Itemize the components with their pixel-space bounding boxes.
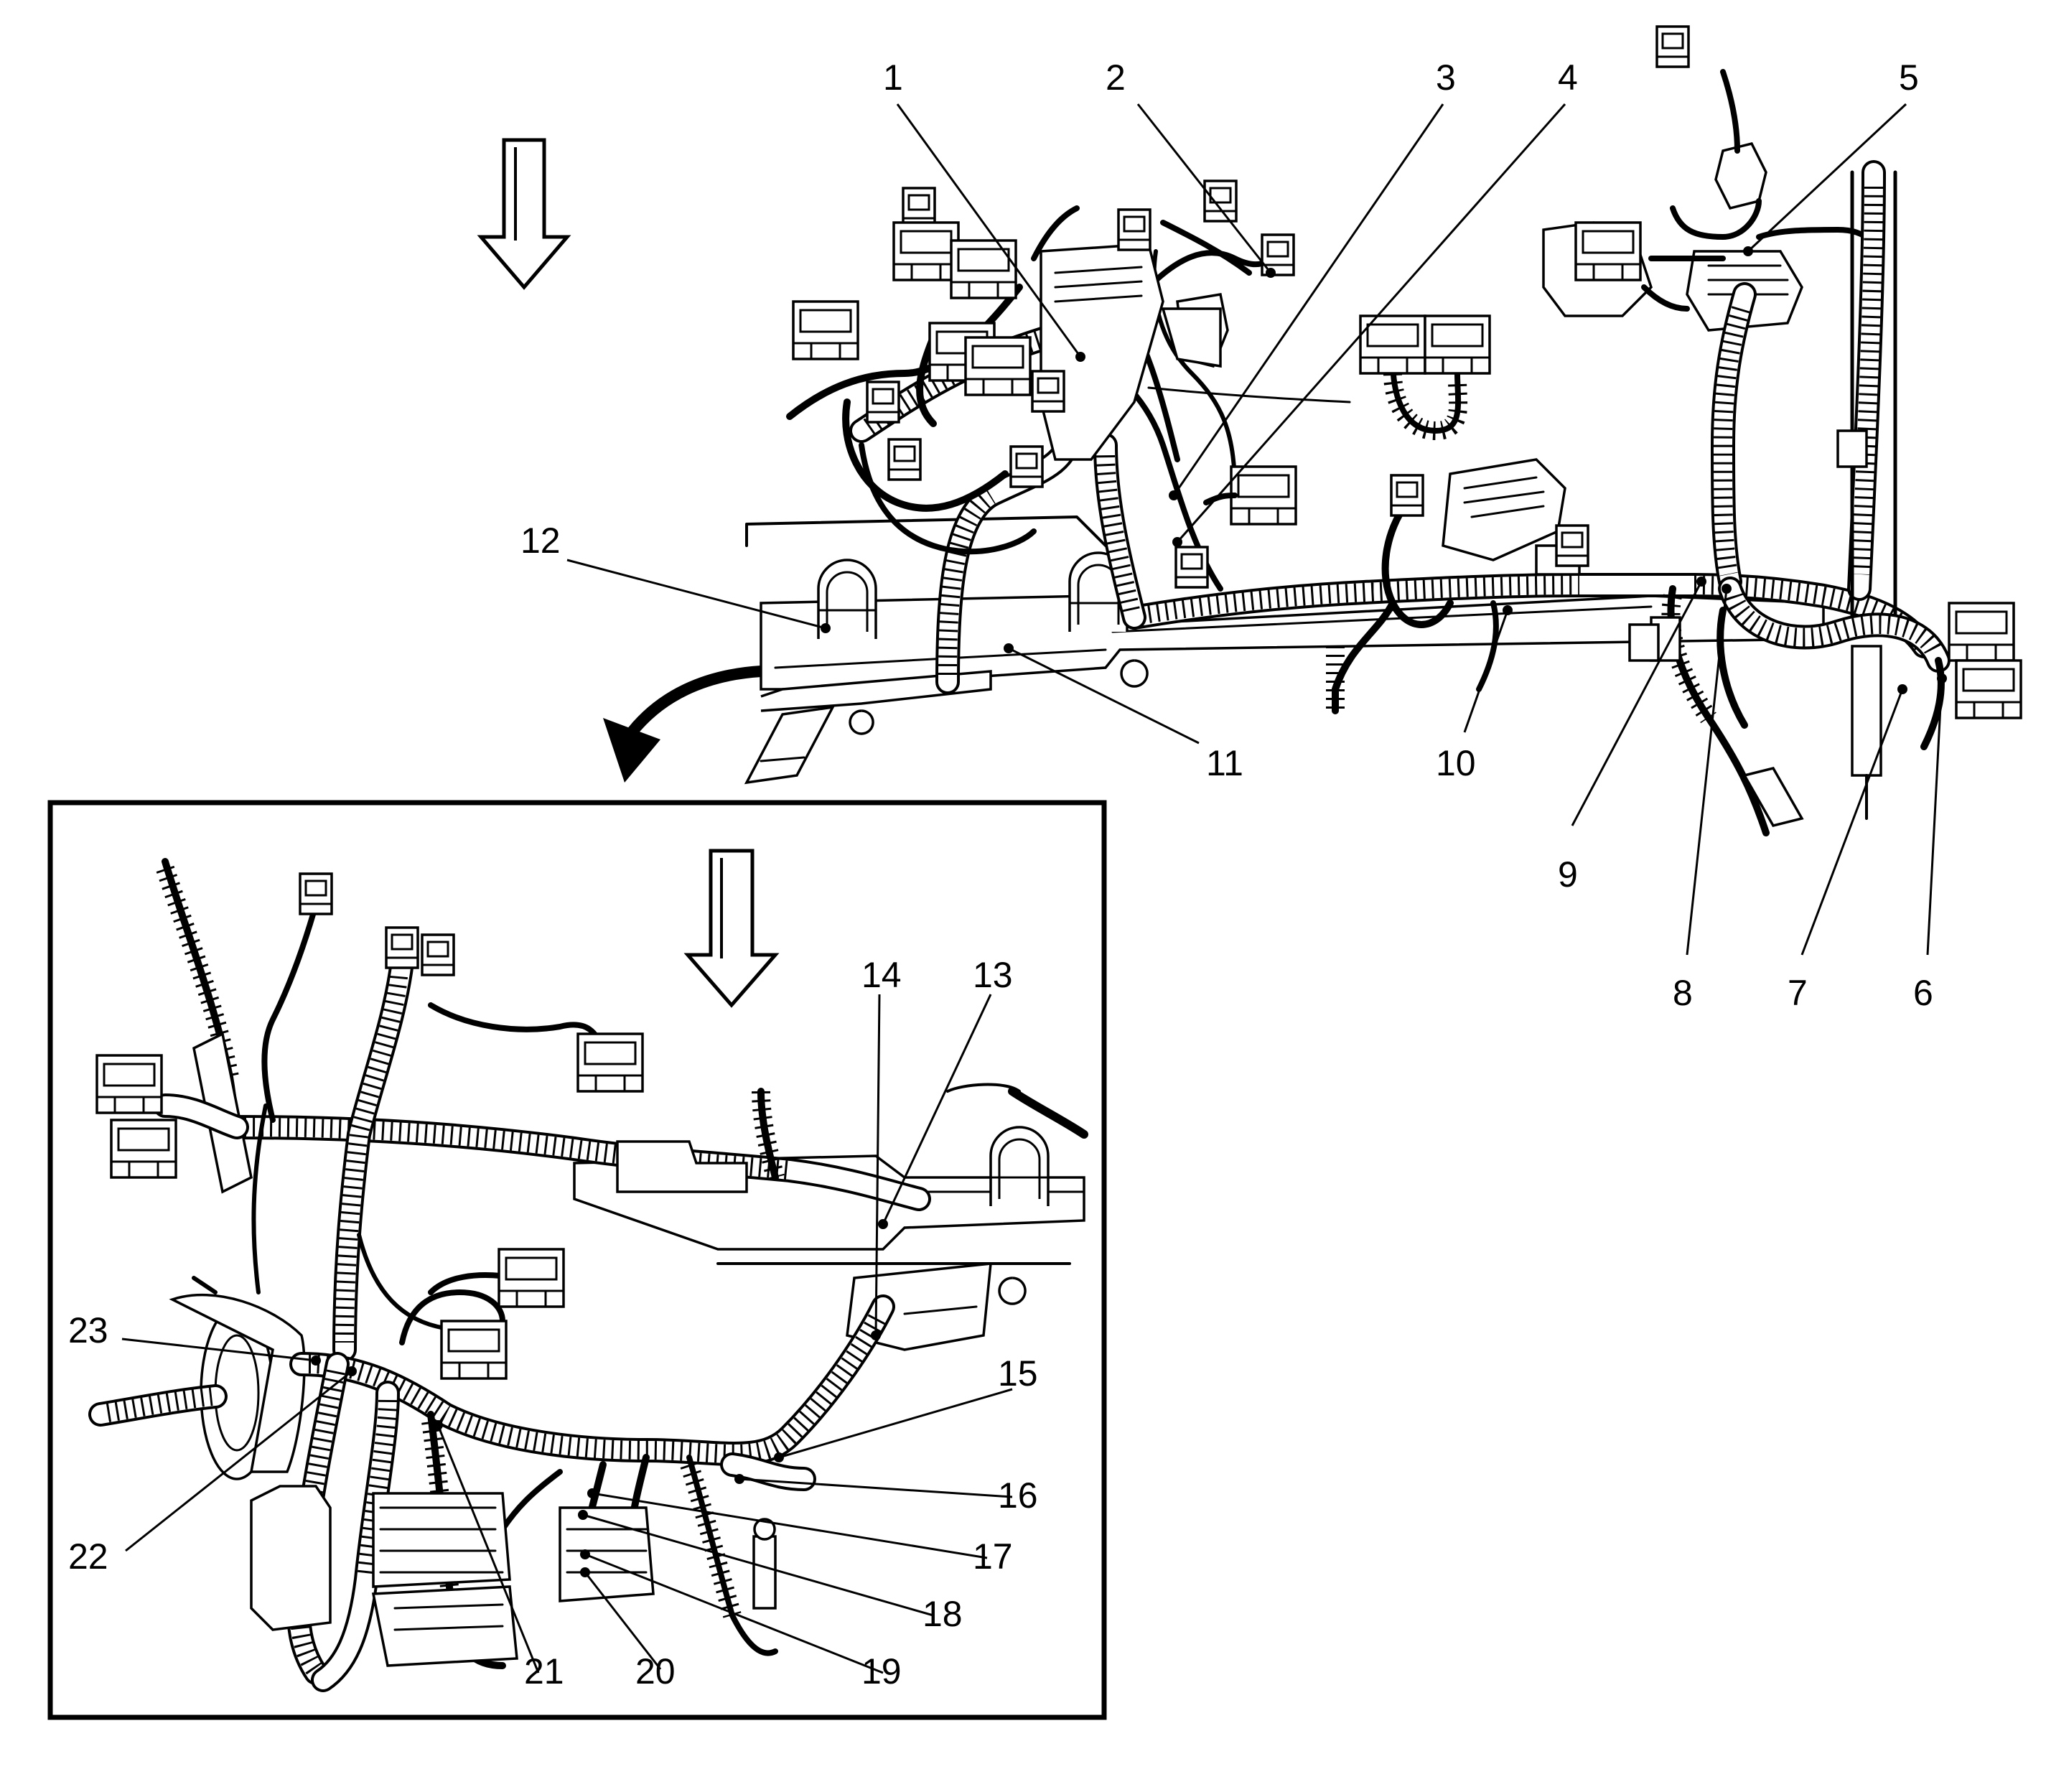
- right-vertical-harness: [1711, 160, 1897, 634]
- detail-callout-group: [121, 994, 1013, 1674]
- detail-grommet: [88, 1276, 306, 1480]
- callout-19: 19: [861, 1651, 902, 1691]
- mounting-slot: [989, 1126, 1050, 1208]
- detail-inset: 13 14 15 16 17 18 19 20 21 22 23: [47, 800, 1107, 1720]
- connector: [1955, 659, 2022, 719]
- callout-4: 4: [1558, 57, 1578, 98]
- callout-18: 18: [922, 1594, 963, 1634]
- callout-21: 21: [524, 1651, 564, 1691]
- connector: [385, 926, 419, 969]
- callout-12: 12: [520, 521, 561, 561]
- connector: [1655, 25, 1690, 68]
- connector: [421, 933, 455, 976]
- connector: [1574, 221, 1642, 281]
- cross-car-beam: [744, 515, 1825, 785]
- down-arrow-icon: [477, 138, 571, 290]
- connector: [1009, 445, 1044, 488]
- connector: [110, 1119, 177, 1179]
- callout-8: 8: [1673, 973, 1693, 1013]
- callout-23: 23: [68, 1310, 108, 1350]
- right-upper-module: [1542, 69, 1884, 332]
- callout-3: 3: [1436, 57, 1456, 98]
- callout-14: 14: [861, 955, 902, 995]
- right-lower-harness: [1628, 577, 1951, 836]
- connector: [1117, 208, 1152, 251]
- connector: [887, 438, 922, 481]
- connector: [1203, 179, 1238, 223]
- down-arrow-icon: [683, 849, 780, 1008]
- main-harness-view: 1 2 3 4 5 6 7 8 9 10 11 12: [477, 25, 2022, 1013]
- callout-6: 6: [1913, 973, 1933, 1013]
- detail-vertical-harness: [332, 950, 606, 1362]
- detail-main-trunk: [225, 1088, 931, 1211]
- relay-connector: [950, 239, 1017, 299]
- connector: [1390, 474, 1424, 517]
- callout-11: 11: [1206, 743, 1243, 783]
- callout-17: 17: [973, 1536, 1013, 1577]
- callout-16: 16: [998, 1475, 1038, 1516]
- relay-connector: [792, 300, 859, 360]
- callout-1: 1: [883, 57, 903, 98]
- connector: [1424, 314, 1491, 375]
- callout-2: 2: [1106, 57, 1126, 98]
- detail-main-bundle: [286, 1294, 895, 1692]
- detail-left-branch: [153, 858, 319, 1294]
- relay-connector: [964, 336, 1032, 396]
- callout-7: 7: [1788, 973, 1808, 1013]
- branch-wire: [1203, 493, 1238, 505]
- main-trunk-harness: [1122, 573, 1936, 658]
- callout-22: 22: [68, 1536, 108, 1577]
- curved-arrow-icon: [603, 666, 762, 783]
- connector: [1230, 465, 1297, 526]
- connector: [866, 381, 900, 424]
- connector: [299, 872, 333, 915]
- connector: [440, 1320, 508, 1380]
- connector: [498, 1248, 565, 1308]
- callout-5: 5: [1899, 57, 1919, 98]
- callout-13: 13: [973, 955, 1013, 995]
- callout-15: 15: [998, 1353, 1038, 1394]
- connector: [95, 1054, 163, 1114]
- mounting-bracket: [1161, 307, 1222, 368]
- callout-9: 9: [1558, 854, 1578, 895]
- relay-connector: [892, 221, 960, 281]
- connector: [1031, 370, 1065, 413]
- callout-10: 10: [1436, 743, 1476, 783]
- callout-group: [566, 103, 1947, 956]
- connector: [1174, 546, 1209, 589]
- twin-connectors: [1147, 356, 1468, 441]
- callout-20: 20: [635, 1651, 676, 1691]
- connector: [576, 1032, 644, 1093]
- connector: [1948, 602, 2015, 662]
- connector: [1555, 524, 1589, 567]
